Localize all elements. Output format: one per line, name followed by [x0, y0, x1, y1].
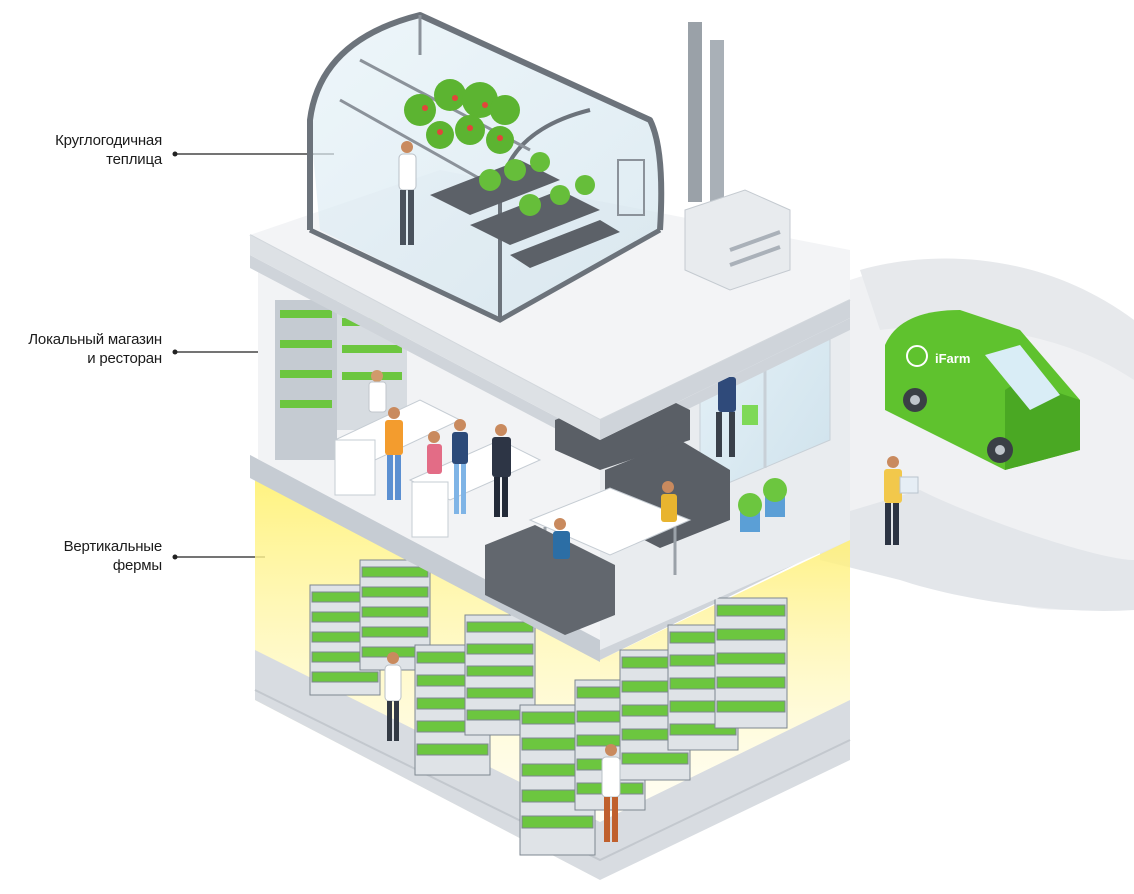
van-brand: iFarm — [935, 351, 970, 366]
plants — [738, 478, 787, 532]
label-shop-line1: Локальный магазин — [28, 331, 162, 348]
vertical-farm-racks — [309, 559, 788, 856]
label-greenhouse-line2: теплица — [106, 151, 162, 168]
label-vertical-line1: Вертикальные — [63, 538, 163, 555]
label-greenhouse-line1: Круглогодичная — [55, 132, 162, 149]
label-shop-restaurant: Локальный магазин и ресторан — [0, 330, 162, 368]
label-vertical-line2: фермы — [112, 557, 162, 574]
label-vertical-farms: Вертикальные фермы — [0, 537, 163, 575]
sofa-front — [485, 525, 615, 635]
farm-worker-2 — [601, 744, 621, 842]
label-greenhouse: Круглогодичная теплица — [0, 131, 162, 169]
farm-worker-1 — [384, 652, 402, 741]
courier — [884, 456, 919, 545]
chimneys — [684, 22, 791, 291]
greenhouse — [307, 12, 665, 323]
shop-people — [368, 364, 758, 559]
delivery-van: iFarm — [885, 310, 1080, 470]
label-shop-line2: и ресторан — [87, 350, 162, 367]
